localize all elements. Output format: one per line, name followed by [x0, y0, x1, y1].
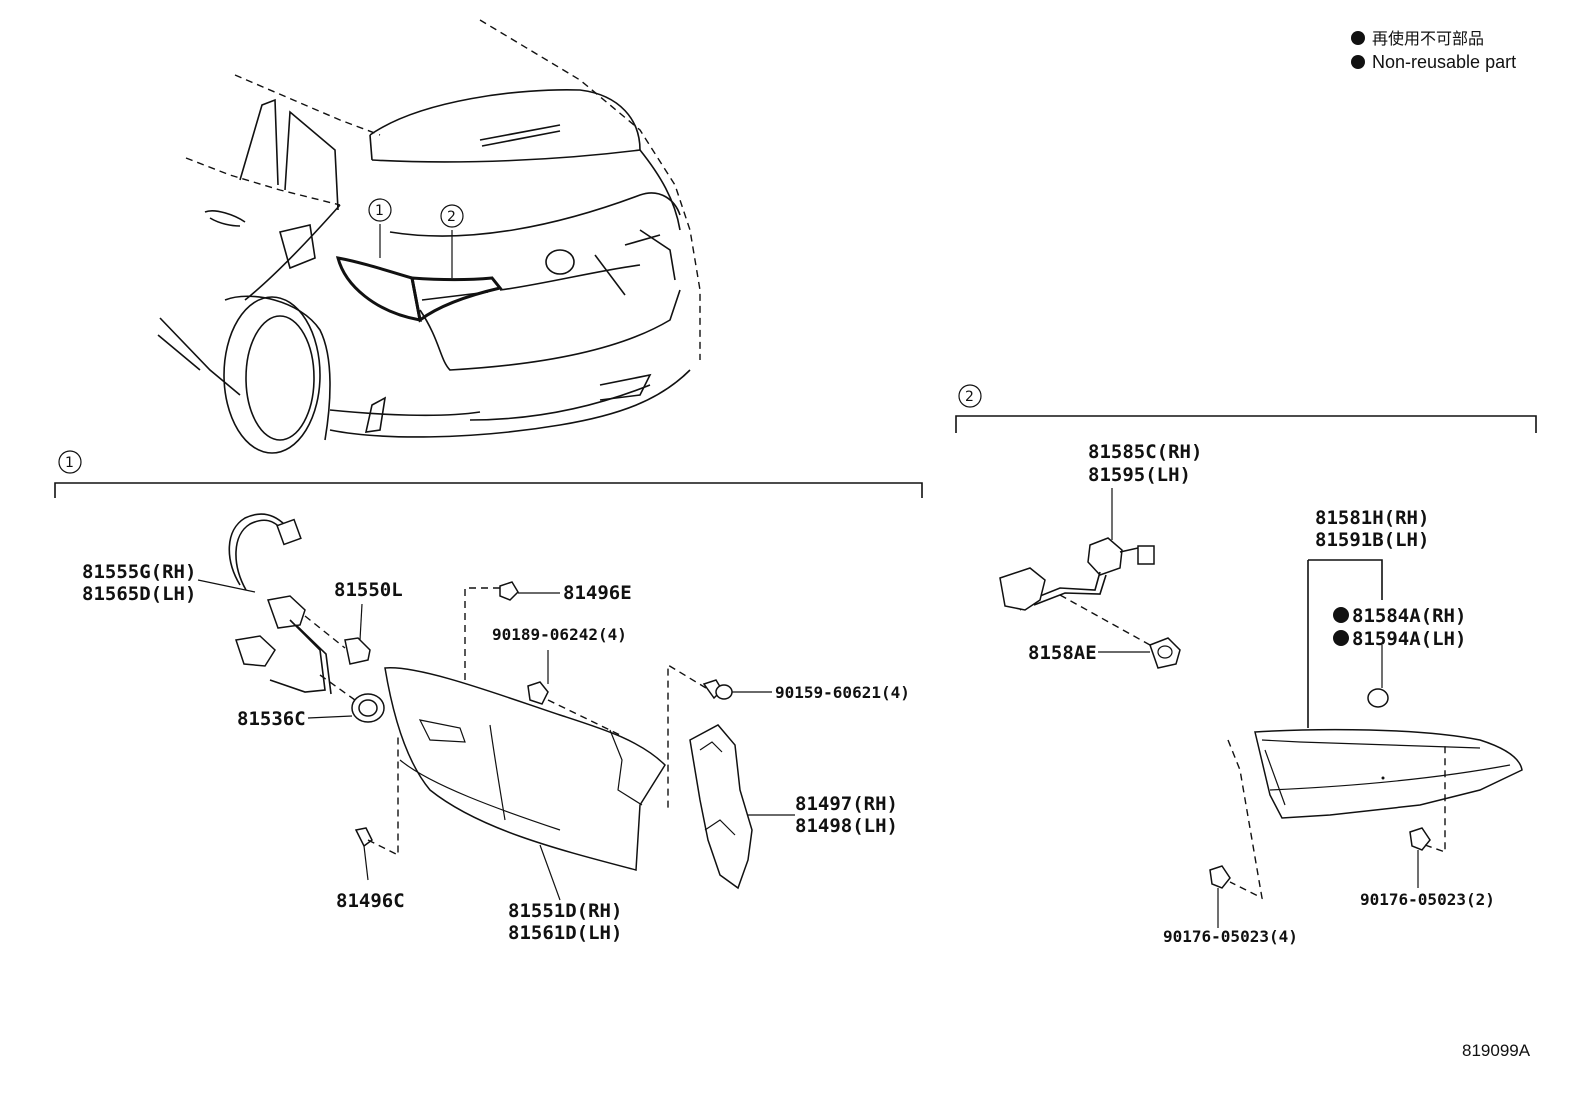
group-1-marker-number: 1 [65, 455, 74, 471]
legend: 再使用不可部品 Non-reusable part [1351, 29, 1516, 72]
part-number-81536C: 81536C [237, 708, 306, 730]
callout-1-number: 1 [375, 203, 384, 219]
non-reusable-dot-icon [1351, 31, 1365, 45]
part-number-81497: 81497(RH) [795, 793, 898, 815]
non-reusable-dot-icon [1351, 55, 1365, 69]
part-number-81565D: 81565D(LH) [82, 583, 196, 605]
part-number-81591B: 81591B(LH) [1315, 529, 1429, 551]
part-number-81550L: 81550L [334, 579, 403, 601]
part-number-81581H: 81581H(RH) [1315, 507, 1429, 529]
part-number-8158AE: 8158AE [1028, 642, 1097, 664]
part-number-90176-2: 90176-05023(2) [1360, 890, 1495, 909]
group-1-marker-circle [58, 450, 82, 474]
part-number-90189: 90189-06242(4) [492, 625, 627, 644]
part-number-81555G: 81555G(RH) [82, 561, 196, 583]
part-number-81496E: 81496E [563, 582, 632, 604]
part-number-81594A: 81594A(LH) [1352, 628, 1466, 650]
part-number-81551D: 81551D(RH) [508, 900, 622, 922]
inner-tail-lamp-highlight [410, 276, 503, 323]
non-reusable-dot-icon [1333, 607, 1349, 623]
callout-1-circle [368, 198, 392, 222]
group-2-marker-number: 2 [965, 389, 974, 405]
part-number-81498: 81498(LH) [795, 815, 898, 837]
part-number-81585C: 81585C(RH) [1088, 441, 1202, 463]
non-reusable-dot-icon [1333, 630, 1349, 646]
part-number-81561D: 81561D(LH) [508, 922, 622, 944]
callout-2-number: 2 [447, 209, 456, 225]
legend-japanese: 再使用不可部品 [1372, 29, 1484, 48]
part-number-81584A: 81584A(RH) [1352, 605, 1466, 627]
group-1-outer-tail-lamp: 1 [54, 450, 923, 944]
part-number-81595: 81595(LH) [1088, 464, 1191, 486]
legend-english: Non-reusable part [1372, 52, 1516, 72]
group-2-marker-circle [958, 384, 982, 408]
callout-2-circle [440, 204, 464, 228]
part-number-90159: 90159-60621(4) [775, 683, 910, 702]
outer-tail-lamp-highlight [335, 256, 422, 322]
group-2-inner-tail-lamp: 2 81 [955, 384, 1537, 946]
part-number-81496C: 81496C [336, 890, 405, 912]
part-number-90176-4: 90176-05023(4) [1163, 927, 1298, 946]
vehicle-rear-view: 1 2 [157, 19, 701, 454]
diagram-reference-code: 819099A [1462, 1041, 1531, 1060]
